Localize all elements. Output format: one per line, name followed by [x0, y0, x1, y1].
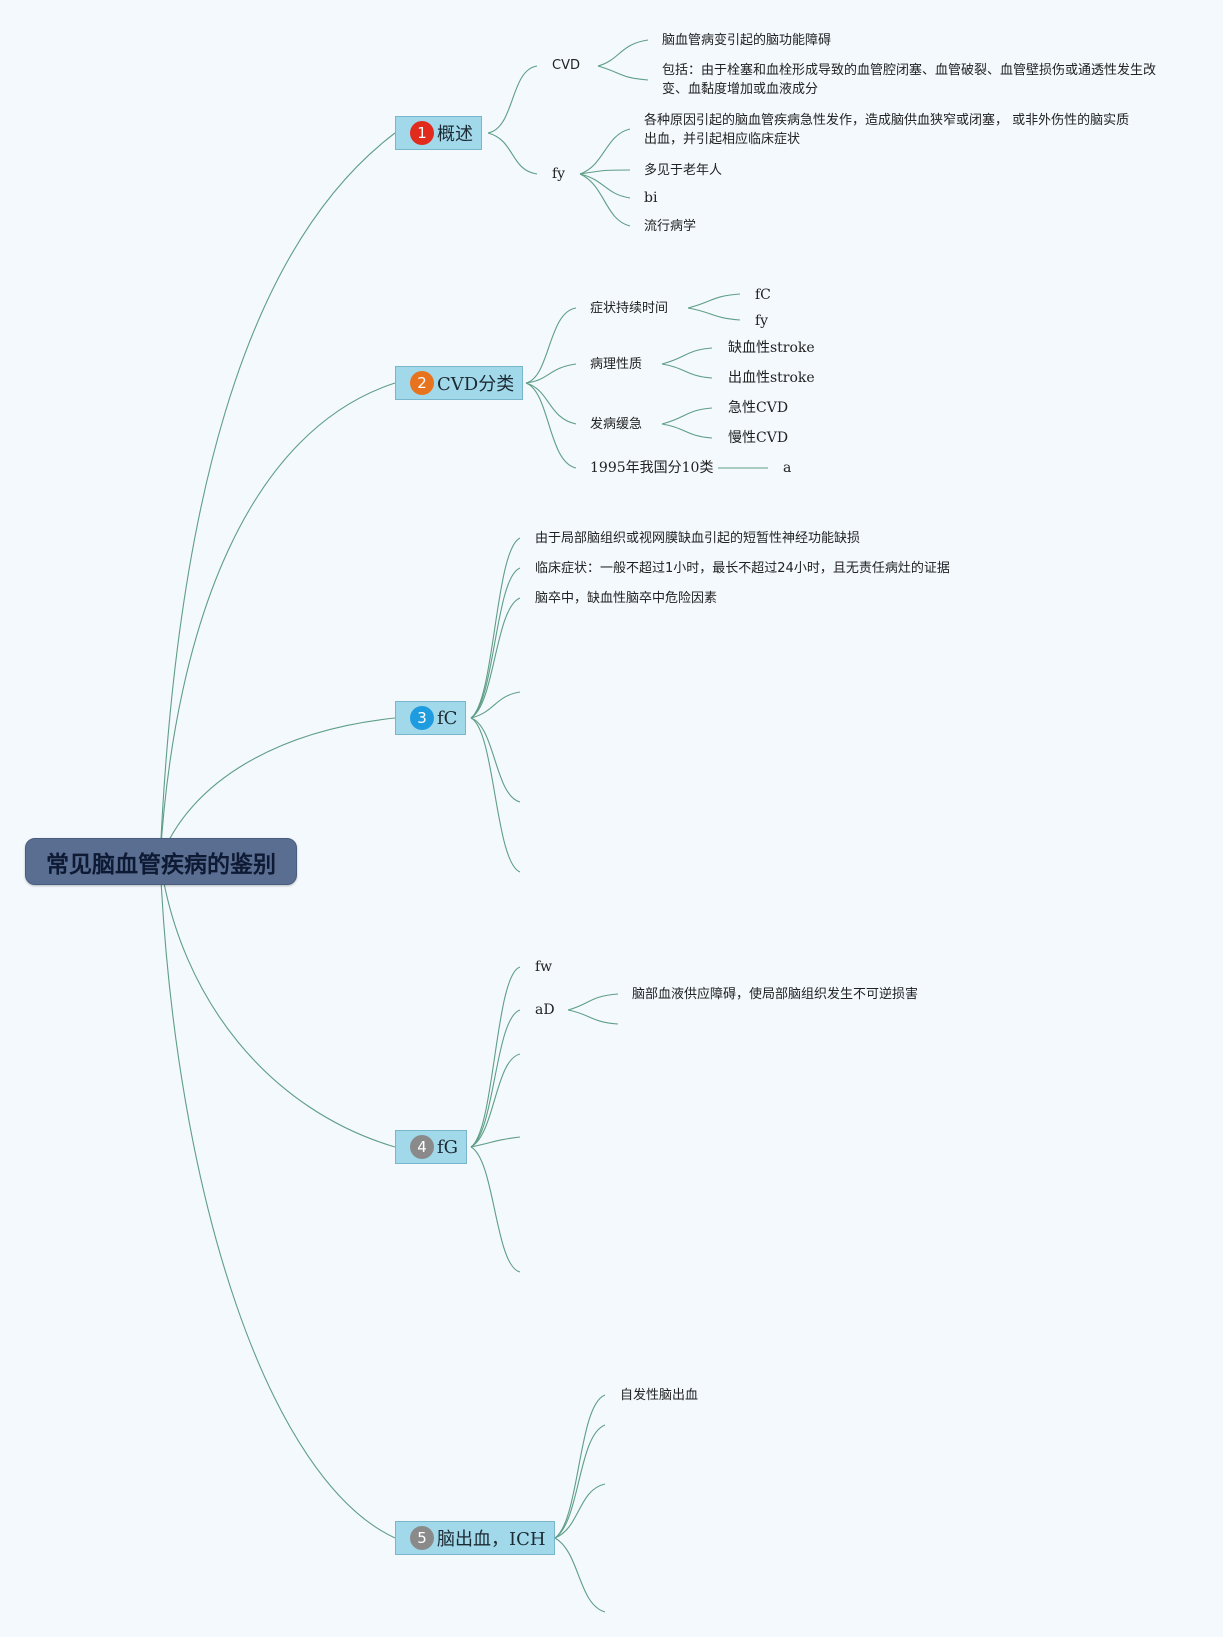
leaf-spontaneous-ich[interactable]: 自发性脑出血 [620, 1388, 699, 1403]
root-title: 常见脑血管疾病的鉴别 [46, 851, 276, 878]
root-topic[interactable]: 常见脑血管疾病的鉴别 [25, 838, 297, 885]
leaf-elderly[interactable]: 多见于老年人 [644, 163, 723, 178]
topic-cvd-classification[interactable]: 2 CVD分类 [395, 366, 524, 400]
topic-label: 概述 [437, 124, 473, 145]
number-badge-2: 2 [410, 371, 434, 395]
subtopic-fw[interactable]: fw [535, 959, 553, 975]
leaf-bi[interactable]: bi [644, 190, 658, 206]
subtopic-ad[interactable]: aD [535, 1002, 555, 1018]
topic-fc[interactable]: 3 fC [395, 701, 467, 735]
leaf-epidemiology[interactable]: 流行病学 [644, 219, 697, 234]
topic-fg[interactable]: 4 fG [395, 1130, 468, 1164]
leaf-fy[interactable]: fy [755, 313, 769, 329]
leaf-a[interactable]: a [783, 460, 792, 476]
leaf-cvd-includes[interactable]: 包括：由于栓塞和血栓形成导致的血管腔闭塞、血管破裂、血管壁损伤或通透性发生改变、… [662, 63, 1157, 97]
leaf-acute-cvd[interactable]: 急性CVD [728, 400, 789, 416]
leaf-fc[interactable]: fC [755, 287, 771, 303]
leaf-stroke-risk[interactable]: 脑卒中，缺血性脑卒中危险因素 [535, 591, 718, 606]
number-badge-1: 1 [410, 121, 434, 145]
subtopic-cvd[interactable]: CVD [552, 58, 580, 73]
leaf-fy-definition[interactable]: 各种原因引起的脑血管疾病急性发作，造成脑供血狭窄或闭塞， 或非外伤性的脑实质出血… [644, 113, 1130, 147]
topic-overview[interactable]: 1 概述 [395, 116, 482, 150]
subtopic-onset[interactable]: 发病缓急 [590, 417, 643, 432]
leaf-ischemic-stroke[interactable]: 缺血性stroke [728, 340, 815, 356]
subtopic-fy[interactable]: fy [552, 166, 566, 182]
number-badge-5: 5 [410, 1526, 434, 1550]
leaf-cvd-definition[interactable]: 脑血管病变引起的脑功能障碍 [662, 33, 832, 48]
topic-label: fC [437, 707, 458, 729]
topic-ich[interactable]: 5 脑出血，ICH [395, 1521, 555, 1555]
leaf-tia-symptoms[interactable]: 临床症状：一般不超过1小时，最长不超过24小时，且无责任病灶的证据 [535, 561, 950, 576]
leaf-chronic-cvd[interactable]: 慢性CVD [728, 430, 789, 446]
subtopic-symptom-duration[interactable]: 症状持续时间 [590, 301, 669, 316]
topic-label: CVD分类 [437, 374, 515, 395]
topic-label: 脑出血，ICH [437, 1529, 546, 1550]
number-badge-3: 3 [410, 706, 434, 730]
subtopic-1995-classification[interactable]: 1995年我国分10类 [590, 460, 714, 476]
leaf-infarction-definition[interactable]: 脑部血液供应障碍，使局部脑组织发生不可逆损害 [632, 987, 919, 1002]
number-badge-4: 4 [410, 1135, 434, 1159]
leaf-hemorrhagic-stroke[interactable]: 出血性stroke [728, 370, 815, 386]
leaf-tia-definition[interactable]: 由于局部脑组织或视网膜缺血引起的短暂性神经功能缺损 [535, 531, 861, 546]
subtopic-pathology[interactable]: 病理性质 [590, 357, 643, 372]
topic-label: fG [437, 1136, 459, 1158]
